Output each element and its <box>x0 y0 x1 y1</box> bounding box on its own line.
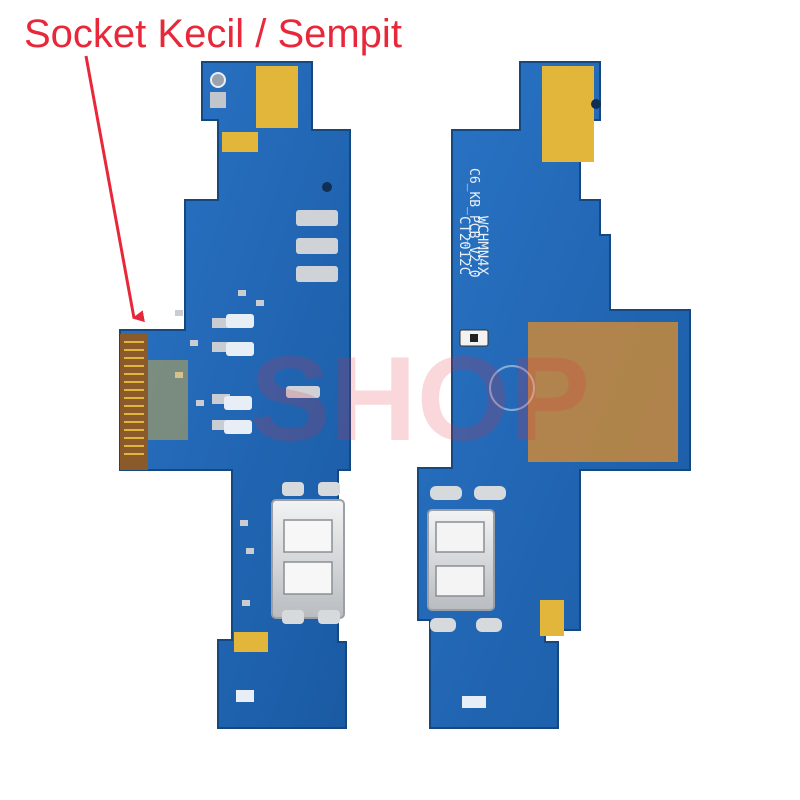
pointer-arrow <box>84 55 145 323</box>
connector-pins <box>124 341 144 455</box>
flex-connector <box>120 334 148 470</box>
solder-tab <box>318 482 340 496</box>
usb-port-opening <box>435 521 485 553</box>
silk-code-2: CT2012C <box>456 216 472 275</box>
usb-port-opening <box>283 561 333 595</box>
watermark: SHOP <box>250 332 590 466</box>
contact-pad <box>430 486 462 500</box>
contact-pad <box>296 266 338 282</box>
solder-tab <box>318 610 340 624</box>
charging-board-front <box>119 61 351 729</box>
solder-tab <box>282 482 304 496</box>
silk-model: C6_KB_PCB_V2.0 <box>466 168 481 278</box>
charging-board-back: C6_KB_PCB_V2.0 WCHMN4X CT2012C <box>417 61 691 729</box>
gold-pad-bottom-front <box>234 632 268 652</box>
contact-pad <box>474 486 506 500</box>
gold-pad-strip-front <box>222 132 258 152</box>
gold-pad-bottom-back <box>540 600 564 636</box>
usb-port-opening <box>283 519 333 553</box>
usb-port-opening <box>435 565 485 597</box>
small-component-center <box>470 334 478 342</box>
via-hole <box>322 182 332 192</box>
contact-pad <box>296 210 338 226</box>
caption-text: Socket Kecil / Sempit <box>24 12 402 56</box>
small-component <box>210 92 226 108</box>
solder-tab <box>476 618 502 632</box>
gold-pad-top-front <box>256 66 298 128</box>
copper-area-back <box>528 322 678 462</box>
pad <box>462 696 486 708</box>
pad <box>286 386 320 398</box>
pad <box>236 690 254 702</box>
inductor-pads <box>224 314 254 434</box>
usb-port-front <box>271 499 345 619</box>
vibrator-motor-marker <box>489 365 535 411</box>
solder-tab <box>282 610 304 624</box>
test-point <box>210 72 226 88</box>
gold-pad-top-back <box>542 66 594 162</box>
passive-components <box>175 290 264 606</box>
contact-pad <box>296 238 338 254</box>
solder-tab <box>430 618 456 632</box>
gold-area-front <box>148 360 188 440</box>
via-hole <box>591 99 601 109</box>
silk-code-1: WCHMN4X <box>474 216 490 276</box>
